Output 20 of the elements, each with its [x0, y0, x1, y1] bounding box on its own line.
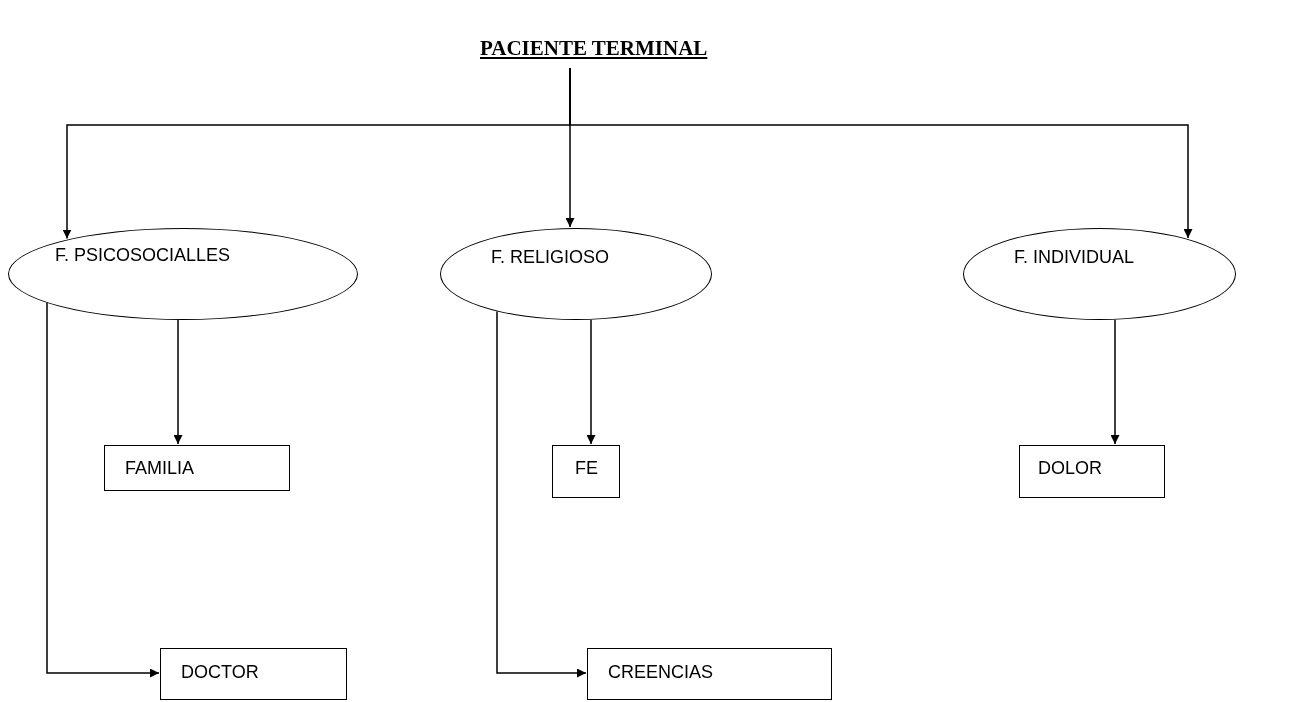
node-label: CREENCIAS	[608, 662, 714, 683]
item-box	[587, 648, 832, 700]
node-label: DOCTOR	[181, 662, 259, 683]
arrow	[46, 302, 160, 678]
arrow	[569, 67, 1193, 239]
node-label: F. INDIVIDUAL	[1014, 247, 1135, 268]
node-label: FE	[575, 458, 598, 479]
arrow	[173, 319, 183, 445]
arrow	[496, 310, 587, 678]
arrow	[1110, 318, 1120, 445]
node-label: F. RELIGIOSO	[491, 247, 610, 268]
item-box	[160, 648, 347, 700]
node-label: PACIENTE TERMINAL	[480, 36, 708, 61]
item-box	[1019, 445, 1165, 498]
node-label: DOLOR	[1038, 458, 1102, 479]
arrow	[586, 318, 596, 445]
item-box	[552, 445, 620, 498]
node-label: FAMILIA	[125, 458, 195, 479]
node-label: F. PSICOSOCIALLES	[55, 245, 231, 266]
item-box	[104, 445, 290, 491]
